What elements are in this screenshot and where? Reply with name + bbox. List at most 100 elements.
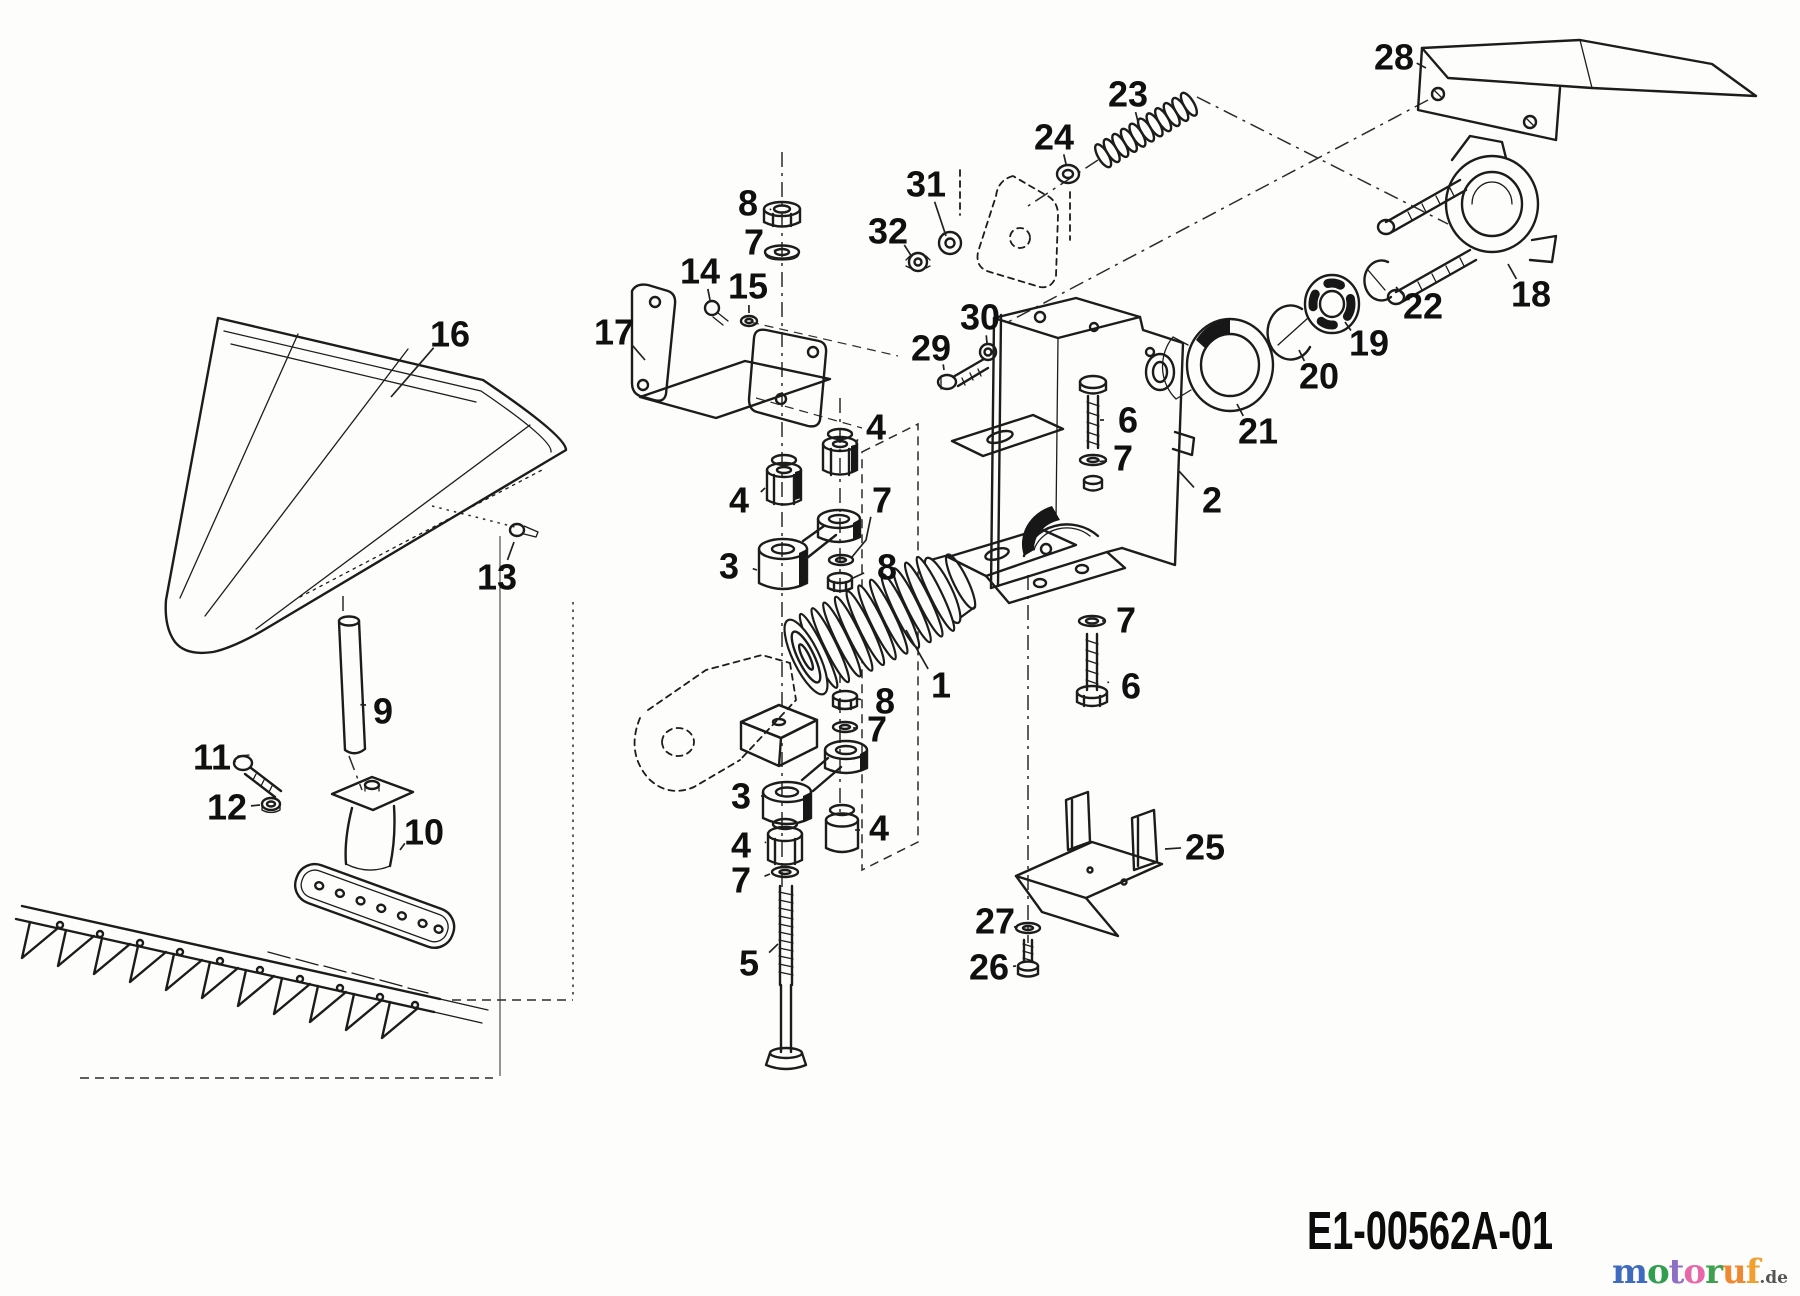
callout-4: 4 (729, 480, 749, 521)
callout-15: 15 (728, 266, 768, 307)
callout-leader-24 (1062, 154, 1067, 165)
construction-lines (80, 96, 1449, 1079)
part-20-snap-ring (1266, 304, 1312, 361)
callout-8: 8 (738, 183, 758, 224)
part-16-guard-cone (164, 316, 568, 655)
callout-11: 11 (193, 737, 231, 778)
callout-7: 7 (1116, 600, 1136, 641)
part-28-cover-plate (1416, 38, 1758, 142)
callout-5: 5 (739, 943, 759, 984)
part-21-collar (1161, 317, 1275, 413)
callout-leader-18 (1507, 263, 1518, 280)
callout-24: 24 (1034, 117, 1074, 158)
part-19-bearing (1303, 273, 1361, 335)
callout-14: 14 (680, 251, 720, 292)
callout-leader-10 (399, 842, 406, 851)
callout-leader-30 (985, 335, 988, 344)
callout-4: 4 (866, 407, 886, 448)
callout-29: 29 (911, 328, 951, 369)
callout-28: 28 (1374, 37, 1414, 78)
callout-3: 3 (719, 546, 739, 587)
callout-7: 7 (744, 222, 764, 263)
callout-leader-13 (506, 541, 515, 561)
callout-leader-20 (1298, 349, 1306, 362)
callout-7: 7 (872, 480, 892, 521)
part-27-washer (1014, 921, 1042, 935)
callout-8: 8 (877, 547, 897, 588)
part-29-bolt (936, 357, 990, 391)
part-9-tube (337, 615, 367, 755)
part-22-clip (1363, 259, 1393, 302)
callout-leader-1 (905, 629, 929, 670)
callout-leader-7 (1099, 460, 1108, 463)
callout-19: 19 (1349, 323, 1389, 364)
brand-letter: o (1683, 1252, 1706, 1292)
part-12-nut (260, 796, 282, 814)
callout-4: 4 (731, 825, 751, 866)
cutter-bar (14, 904, 489, 1040)
callout-30: 30 (960, 297, 1000, 338)
callout-leader-22 (1395, 286, 1405, 296)
callout-leader-23 (1134, 111, 1141, 131)
callout-leader-4 (760, 487, 766, 493)
callout-8: 8 (875, 681, 895, 722)
callout-26: 26 (969, 947, 1009, 988)
callout-leader-17 (631, 344, 646, 361)
callout-6: 6 (1118, 400, 1138, 441)
callout-leader-7 (773, 249, 777, 252)
callout-leader-8 (852, 572, 865, 579)
drawing-number: E1-00562A-01 (1307, 1201, 1553, 1261)
callout-leader-14 (706, 288, 711, 301)
brand-letter: o (1646, 1252, 1670, 1292)
part-2-main-frame (946, 296, 1196, 708)
callout-leader-7 (764, 873, 771, 877)
callout-20: 20 (1299, 356, 1339, 397)
part-30-nut (978, 342, 998, 362)
callout-leader-25 (1164, 847, 1182, 850)
motoruf-watermark[interactable]: motoruf.de (1612, 1252, 1788, 1292)
callout-3: 3 (731, 776, 751, 817)
callout-31: 31 (906, 164, 946, 205)
callout-13: 13 (477, 557, 517, 598)
callout-10: 10 (404, 812, 444, 853)
brand-letter: f (1745, 1252, 1761, 1292)
part-32-washer (905, 251, 931, 273)
part-11-bolt (232, 754, 283, 799)
part-1-bellows (783, 553, 977, 696)
callout-leader-12 (250, 804, 261, 807)
part-17-bracket (630, 283, 832, 428)
part-31-washer (937, 230, 963, 256)
callout-leader-8 (857, 698, 862, 701)
part-13-screw (508, 522, 539, 538)
callout-leader-7 (851, 516, 872, 558)
part-23-spring (1093, 91, 1199, 169)
callout-23: 23 (1108, 74, 1148, 115)
callout-17: 17 (594, 312, 634, 353)
motoruf-brand-letters: motoruf (1612, 1252, 1761, 1292)
callout-6: 6 (1121, 666, 1141, 707)
callout-leader-19 (1344, 321, 1352, 331)
motoruf-domain-suffix: .de (1759, 1268, 1788, 1288)
callout-2: 2 (1202, 480, 1222, 521)
callout-leader-16 (390, 347, 435, 398)
callout-12: 12 (207, 787, 247, 828)
callout-1: 1 (931, 665, 951, 706)
callout-leader-8 (769, 208, 772, 211)
part-25-bracket (1014, 790, 1164, 938)
ghost-crank-housing (633, 654, 797, 792)
brand-letter: u (1722, 1252, 1747, 1292)
part-18-housing (1376, 134, 1558, 306)
part-26-screw (1016, 938, 1040, 978)
callout-leader-2 (1177, 469, 1195, 489)
callout-21: 21 (1238, 411, 1278, 452)
callout-leader-31 (933, 201, 947, 237)
brand-letter: t (1668, 1252, 1685, 1292)
callout-16: 16 (430, 314, 470, 355)
callout-25: 25 (1185, 827, 1225, 868)
callout-7: 7 (1113, 438, 1133, 479)
callout-22: 22 (1403, 286, 1443, 327)
callout-leader-4 (764, 841, 767, 844)
